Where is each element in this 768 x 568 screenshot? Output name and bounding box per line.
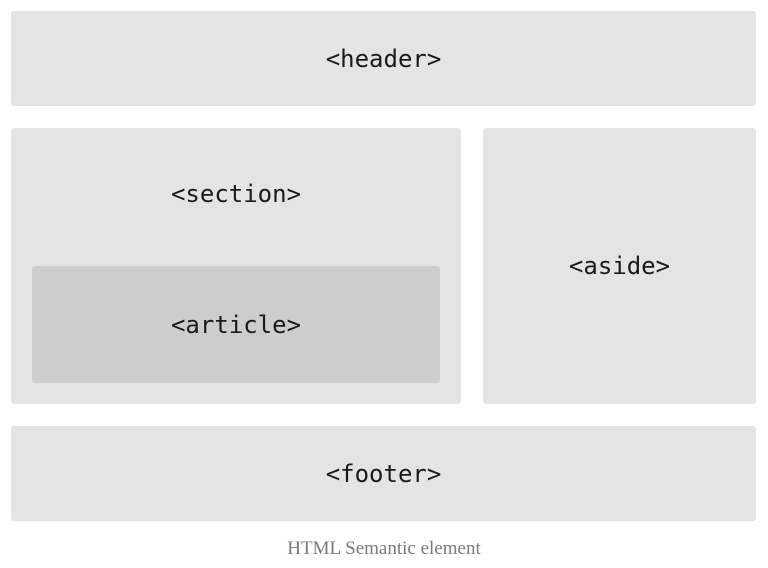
footer-block: <footer> (11, 426, 756, 521)
footer-label: <footer> (325, 459, 442, 488)
aside-label: <aside> (568, 252, 671, 280)
header-label: <header> (325, 44, 442, 73)
article-block: <article> (32, 266, 440, 383)
article-label: <article> (170, 310, 302, 339)
section-label: <section> (170, 180, 302, 208)
diagram-caption: HTML Semantic element (287, 538, 481, 559)
aside-block: <aside> (483, 128, 756, 404)
header-block: <header> (11, 11, 756, 106)
section-block: <section> <article> (11, 128, 461, 404)
